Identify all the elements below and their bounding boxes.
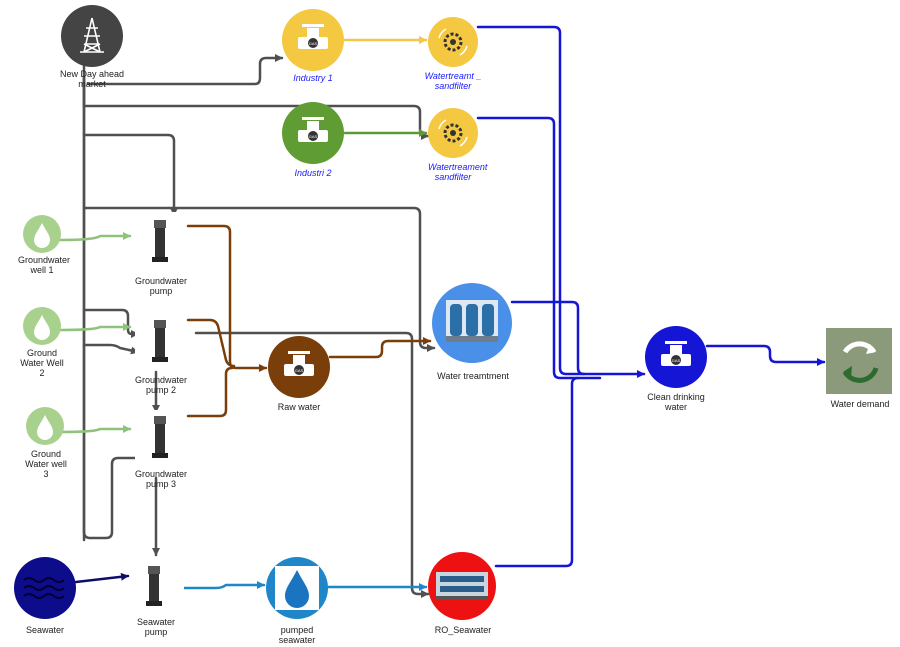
edge-ro-clean: [494, 376, 580, 568]
node-rawwater[interactable]: GAS: [268, 336, 330, 398]
label-industry1: Industry 1: [293, 73, 333, 83]
node-treatment[interactable]: [432, 283, 512, 363]
label-ro: RO_Seawater: [434, 625, 492, 635]
label-clean: Clean drinking water: [647, 392, 705, 412]
node-gw2[interactable]: [23, 307, 61, 345]
water-drop-icon: [34, 223, 50, 248]
edge-gw2-pump2: [58, 323, 132, 332]
water-drop-icon: [285, 570, 309, 608]
edge-pump2-rawwater: [186, 318, 236, 368]
gas-valve-icon: GAS: [298, 117, 328, 142]
label-pumpedsea: pumped seawater: [278, 625, 316, 645]
water-drop-icon: [37, 415, 53, 440]
node-industry2[interactable]: GAS: [282, 102, 344, 164]
node-ro[interactable]: [428, 552, 496, 620]
edge-treatment-clean: [510, 300, 586, 376]
node-industry1[interactable]: GAS: [282, 9, 344, 71]
label-rawwater: Raw water: [277, 402, 321, 412]
edge-sand2-clean: [476, 116, 602, 380]
label-pump1: Groundwater pump: [134, 276, 188, 296]
node-sand2[interactable]: [428, 108, 478, 158]
node-pumpedsea[interactable]: [266, 557, 328, 619]
edge-seapump-pumpedsea: [182, 581, 266, 590]
gas-badge: GAS: [309, 41, 318, 46]
pump-icon: [152, 320, 168, 362]
edge-market-industry1: [86, 54, 284, 86]
gas-badge: GAS: [295, 368, 304, 373]
label-gw3: Ground Water well 3: [25, 449, 67, 479]
node-seapump[interactable]: [134, 560, 184, 614]
label-gw1: Groundwater well 1: [18, 255, 71, 275]
label-seapump: Seawater pump: [136, 617, 176, 637]
label-treatment: Water treamtment: [437, 371, 509, 381]
edge-market-pump2b: [82, 343, 140, 355]
edge-market-ro: [194, 331, 430, 598]
waves-icon: [23, 577, 65, 599]
edge-market-treatment: [82, 206, 436, 352]
edge-pump3-rawwater: [186, 366, 234, 418]
pump-icon: [152, 416, 168, 458]
gas-badge: GAS: [672, 358, 681, 363]
label-gw2: Ground Water Well 2: [20, 348, 64, 378]
label-sand2: Watertreament sandfilter: [428, 162, 488, 182]
edge-gw1-pump1: [58, 232, 132, 242]
label-market: New Day ahead market: [59, 69, 125, 89]
node-pump3[interactable]: [135, 410, 185, 466]
node-pump2[interactable]: [135, 314, 185, 370]
label-demand: Water demand: [830, 399, 890, 409]
edge-sand1-clean: [476, 25, 646, 378]
edge-market-sand2: [82, 76, 430, 140]
node-gw1[interactable]: [23, 215, 61, 253]
edge-market-pump3: [82, 76, 144, 540]
recycle-icon: [842, 341, 879, 383]
label-pump3: Groundwater pump 3: [134, 469, 188, 489]
edge-market-pump1: [82, 133, 178, 217]
edge-gw3-pump3: [58, 425, 132, 434]
edge-market-pump2: [82, 308, 140, 338]
gear-icon: [438, 119, 468, 147]
label-seawater: Seawater: [25, 625, 65, 635]
label-sand1: Watertreamt _ sandfilter: [424, 71, 482, 91]
pump-icon: [146, 566, 162, 606]
edge-rawwater-treatment: [328, 337, 432, 359]
label-pump2: Groundwater pump 2: [134, 375, 188, 395]
node-seawater[interactable]: [14, 557, 76, 619]
treatment-plant-icon: [446, 300, 498, 342]
node-gw3[interactable]: [26, 407, 64, 445]
ro-plant-icon: [436, 572, 488, 600]
node-demand[interactable]: [826, 328, 892, 394]
gear-icon: [438, 28, 468, 56]
water-drop-icon: [34, 315, 50, 340]
node-pump1[interactable]: [135, 212, 185, 268]
gas-valve-icon: GAS: [298, 24, 328, 49]
node-market[interactable]: [61, 5, 123, 67]
node-clean[interactable]: GAS: [645, 326, 707, 388]
gas-valve-icon: GAS: [661, 341, 691, 366]
pump-icon: [152, 220, 168, 262]
power-tower-icon: [80, 17, 104, 53]
label-industry2: Industri 2: [294, 168, 332, 178]
edge-pump1-rawwater: [186, 224, 268, 372]
gas-valve-icon: GAS: [284, 351, 314, 376]
gas-badge: GAS: [309, 134, 318, 139]
edge-clean-demand: [705, 344, 826, 366]
node-sand1[interactable]: [428, 17, 478, 67]
edge-seawater-seapump: [74, 572, 130, 584]
